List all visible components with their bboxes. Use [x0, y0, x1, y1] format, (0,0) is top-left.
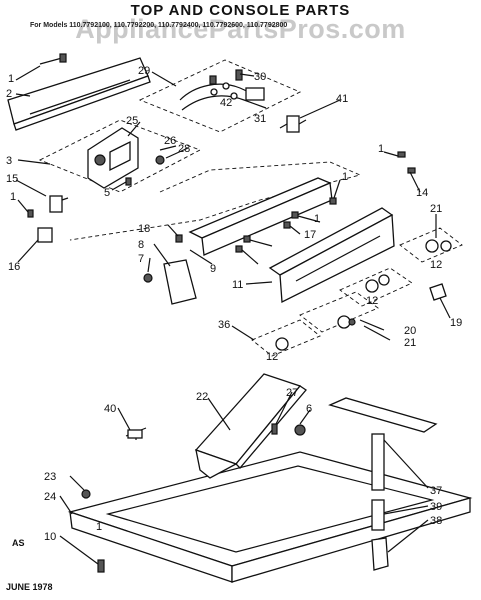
callout-label: 31 — [254, 113, 266, 125]
callout-label: 24 — [44, 491, 56, 503]
callout-label: 20 — [404, 325, 416, 337]
callout-label: 9 — [210, 263, 216, 275]
callout-label: 26 — [164, 135, 176, 147]
callout-label: 39 — [430, 501, 442, 513]
lid-part — [194, 373, 307, 479]
callout-label: 5 — [104, 187, 110, 199]
console-rail — [188, 177, 395, 304]
switch-part — [279, 115, 307, 133]
knob-group — [251, 227, 463, 357]
callout-label: 11 — [232, 279, 243, 291]
lid-support — [328, 397, 438, 571]
callout-label: 1 — [8, 73, 14, 85]
hinge-part — [125, 423, 306, 440]
callout-label: 30 — [254, 71, 266, 83]
callout-label: 37 — [430, 485, 442, 497]
callout-label: 40 — [104, 403, 116, 415]
screw-part — [175, 151, 416, 253]
callout-label: 12 — [366, 295, 378, 307]
callout-label: 15 — [6, 173, 18, 185]
callout-labels: 1 2 29 30 42 31 41 25 26 28 3 5 15 1 16 … — [6, 65, 462, 543]
console-panel — [7, 57, 151, 131]
model-list: For Models 110.7792100, 110.7792200, 110… — [30, 22, 288, 29]
callout-label: 19 — [450, 317, 462, 329]
callout-label: 18 — [138, 223, 150, 235]
callout-label: 1 — [96, 521, 102, 533]
callout-label: 41 — [336, 93, 348, 105]
callout-label: 2 — [6, 88, 12, 100]
callout-label: 1 — [378, 143, 384, 155]
callout-label: 1 — [10, 191, 16, 203]
control-bracket — [38, 119, 202, 193]
leader-lines — [15, 65, 451, 565]
callout-label: 21 — [404, 337, 416, 349]
callout-label: 22 — [196, 391, 208, 403]
callout-label: 8 — [138, 239, 144, 251]
clip-part — [27, 195, 69, 243]
callout-label: 21 — [430, 203, 442, 215]
callout-label: 25 — [126, 115, 138, 127]
fastener-part — [81, 489, 105, 573]
callout-label: 12 — [430, 259, 442, 271]
callout-label: 28 — [178, 143, 190, 155]
callout-label: 38 — [430, 515, 442, 527]
page-title: TOP AND CONSOLE PARTS — [130, 2, 351, 19]
callout-label: 23 — [44, 471, 56, 483]
footer-date: JUNE 1978 — [6, 582, 53, 592]
callout-label: 42 — [220, 97, 232, 109]
callout-label: 1 — [342, 171, 348, 183]
screw-part — [39, 53, 67, 65]
callout-label: 7 — [138, 253, 144, 265]
callout-label: 27 — [286, 387, 298, 399]
callout-label: 1 — [314, 213, 320, 225]
knob-part — [143, 259, 197, 305]
callout-label: 17 — [304, 229, 316, 241]
callout-label: 12 — [266, 351, 278, 363]
callout-label: 14 — [416, 187, 428, 199]
callout-label: 3 — [6, 155, 12, 167]
watermark-text: AppliancePartsPros.com — [75, 14, 406, 44]
callout-label: 10 — [44, 531, 56, 543]
footer-code: AS — [12, 538, 25, 548]
timer-assembly — [138, 59, 302, 133]
callout-label: 29 — [138, 65, 150, 77]
callout-label: 16 — [8, 261, 20, 273]
callout-label: 6 — [306, 403, 312, 415]
callout-label: 36 — [218, 319, 230, 331]
top-cover — [67, 451, 473, 583]
